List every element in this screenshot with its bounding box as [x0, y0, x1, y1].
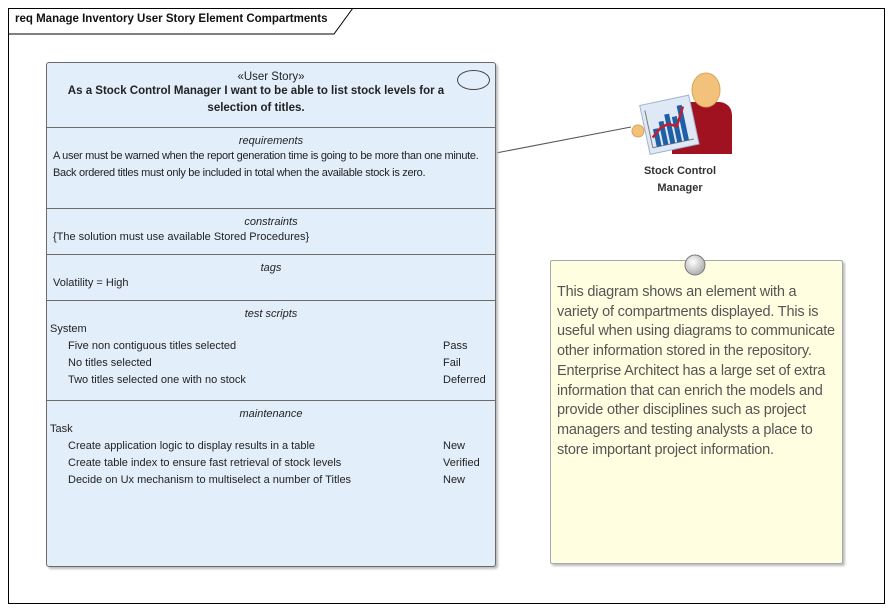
- requirement-item: A user must be warned when the report ge…: [53, 150, 479, 162]
- maintenance-compartment[interactable]: maintenance Task Create application logi…: [47, 401, 495, 489]
- task-status: Verified: [443, 457, 480, 469]
- user-story-name: As a Stock Control Manager I want to be …: [67, 85, 445, 114]
- test-row: Two titles selected one with no stock De…: [47, 372, 495, 389]
- requirements-compartment[interactable]: requirements A user must be warned when …: [47, 128, 495, 209]
- stakeholder-with-chart-icon: [631, 72, 732, 155]
- actor-name-line1: Stock Control: [643, 165, 717, 177]
- test-name: Two titles selected one with no stock: [68, 374, 246, 386]
- task-name: Decide on Ux mechanism to multiselect a …: [68, 474, 352, 486]
- tags-compartment[interactable]: tags Volatility = High: [47, 255, 495, 301]
- user-story-element[interactable]: «User Story» As a Stock Control Manager …: [46, 62, 496, 567]
- task-status: New: [443, 474, 466, 486]
- diagram-frame: [8, 8, 885, 604]
- compartment-title: test scripts: [244, 308, 298, 320]
- test-name: No titles selected: [68, 357, 152, 369]
- task-status: New: [443, 440, 466, 452]
- test-status: Pass: [443, 340, 468, 352]
- frame-tab-shape: [8, 8, 354, 35]
- compartment-title: constraints: [244, 216, 298, 228]
- test-group-label: System: [50, 323, 87, 335]
- test-status: Fail: [443, 357, 461, 369]
- note-text: This diagram shows an element with a var…: [557, 284, 835, 458]
- actor-name-line2: Manager: [657, 182, 703, 194]
- tag-item: Volatility = High: [53, 277, 129, 289]
- test-status: Deferred: [443, 374, 486, 386]
- use-case-oval-icon: [457, 70, 490, 90]
- constraint-item: {The solution must use available Stored …: [53, 231, 310, 243]
- task-name: Create application logic to display resu…: [68, 440, 316, 452]
- requirement-item: Back ordered titles must only be include…: [53, 167, 426, 179]
- diagram-title: req Manage Inventory User Story Element …: [15, 13, 328, 25]
- test-row: No titles selected Fail: [47, 355, 495, 372]
- task-name: Create table index to ensure fast retrie…: [68, 457, 342, 469]
- test-scripts-compartment[interactable]: test scripts System Five non contiguous …: [47, 301, 495, 401]
- user-story-header: «User Story» As a Stock Control Manager …: [47, 63, 495, 128]
- maintenance-group-label: Task: [50, 423, 73, 435]
- test-name: Five non contiguous titles selected: [68, 340, 237, 352]
- maintenance-row: Decide on Ux mechanism to multiselect a …: [47, 472, 495, 489]
- compartment-title: maintenance: [239, 408, 303, 420]
- constraints-compartment[interactable]: constraints {The solution must use avail…: [47, 209, 495, 255]
- maintenance-row: Create application logic to display resu…: [47, 438, 495, 455]
- note-pin-icon: [684, 254, 706, 276]
- compartment-title: requirements: [238, 135, 304, 147]
- compartment-title: tags: [260, 262, 282, 274]
- test-row: Five non contiguous titles selected Pass: [47, 338, 495, 355]
- stakeholder-actor[interactable]: [628, 68, 738, 158]
- actor-name: Stock Control Manager: [630, 163, 730, 197]
- maintenance-row: Create table index to ensure fast retrie…: [47, 455, 495, 472]
- note-element[interactable]: This diagram shows an element with a var…: [550, 260, 843, 564]
- stereotype-label: «User Story»: [237, 71, 305, 83]
